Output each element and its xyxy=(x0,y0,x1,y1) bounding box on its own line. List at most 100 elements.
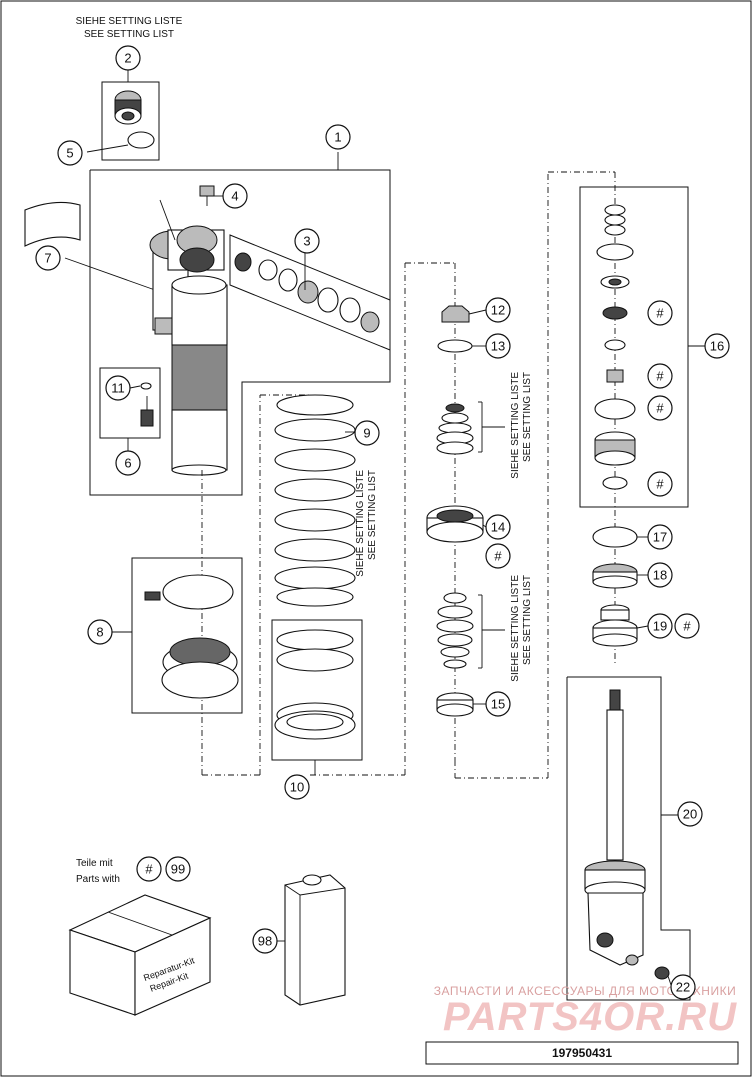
part-2-box xyxy=(101,81,160,161)
callout-5: 5 xyxy=(57,140,83,166)
callout-17: 17 xyxy=(647,524,673,550)
callout-hash-16d: # xyxy=(647,471,673,497)
svg-text:99: 99 xyxy=(171,862,185,877)
part-11-washer xyxy=(140,382,152,390)
part-20-box xyxy=(566,676,691,1001)
svg-text:12: 12 xyxy=(491,303,505,318)
callout-1: 1 xyxy=(325,124,351,150)
svg-text:#: # xyxy=(656,401,664,416)
repair-kit-box xyxy=(68,894,212,1016)
callout-15: 15 xyxy=(485,691,511,717)
svg-text:10: 10 xyxy=(290,780,304,795)
svg-text:2: 2 xyxy=(124,51,131,66)
part-5-oring xyxy=(127,131,155,149)
part-16-box xyxy=(579,186,689,508)
callout-hash-16c: # xyxy=(647,395,673,421)
callout-hash-16a: # xyxy=(647,300,673,326)
callout-hash-kit: # xyxy=(136,856,162,882)
part-20-piston-rod xyxy=(584,689,646,966)
callout-18: 18 xyxy=(647,562,673,588)
callout-7: 7 xyxy=(35,245,61,271)
part-10-box xyxy=(271,619,363,761)
svg-text:98: 98 xyxy=(258,934,272,949)
kit-note-line2: Parts with xyxy=(76,874,120,885)
part-16-components xyxy=(594,204,636,490)
svg-text:16: 16 xyxy=(710,339,724,354)
part-14-piston xyxy=(426,505,484,543)
watermark-line2: PARTS4OR.RU xyxy=(443,995,737,1039)
callout-9: 9 xyxy=(354,420,380,446)
svg-text:15: 15 xyxy=(491,697,505,712)
svg-text:#: # xyxy=(656,306,664,321)
svg-text:3: 3 xyxy=(303,234,310,249)
svg-text:#: # xyxy=(656,477,664,492)
svg-text:8: 8 xyxy=(96,625,103,640)
part-3-box xyxy=(229,234,391,351)
callout-hash-14: # xyxy=(485,543,511,569)
setting-note-top-en: SEE SETTING LIST xyxy=(84,29,174,40)
callout-3: 3 xyxy=(294,228,320,254)
svg-text:14: 14 xyxy=(491,520,505,535)
svg-text:#: # xyxy=(494,549,502,564)
part-6-valve xyxy=(140,396,154,427)
part-1-group-box xyxy=(89,169,391,496)
part-17-oring xyxy=(592,526,638,548)
part-15-bumper xyxy=(436,692,474,717)
callout-13: 13 xyxy=(485,333,511,359)
part-19-seal-head xyxy=(592,604,638,647)
callout-14: 14 xyxy=(485,514,511,540)
lower-shim-stack xyxy=(436,592,474,669)
part-18-seal xyxy=(592,563,638,589)
part-98-oil-can xyxy=(284,874,346,1006)
callout-16: 16 xyxy=(704,333,730,359)
svg-text:20: 20 xyxy=(683,807,697,822)
svg-text:11: 11 xyxy=(111,381,125,396)
part-9-spring xyxy=(274,394,356,607)
callout-12: 12 xyxy=(485,297,511,323)
svg-text:4: 4 xyxy=(231,189,238,204)
callout-hash-19: # xyxy=(674,613,700,639)
callout-98: 98 xyxy=(252,928,278,954)
svg-text:#: # xyxy=(683,619,691,634)
setting-note-upper-de: SIEHE SETTING LISTE xyxy=(510,372,521,479)
setting-note-upper-en: SEE SETTING LIST xyxy=(522,372,533,462)
kit-note-line1: Teile mit xyxy=(76,858,113,869)
part-8-box xyxy=(131,557,243,714)
watermark-line1: ЗАПЧАСТИ И АКСЕССУАРЫ ДЛЯ МОТОТЕХНИКИ xyxy=(434,984,736,998)
setting-note-lower-en: SEE SETTING LIST xyxy=(522,575,533,665)
part-12-nut xyxy=(441,305,470,323)
svg-text:18: 18 xyxy=(653,568,667,583)
setting-note-spring-de: SIEHE SETTING LISTE xyxy=(355,470,366,577)
part-4-screw xyxy=(199,185,215,206)
setting-note-lower-de: SIEHE SETTING LISTE xyxy=(510,575,521,682)
svg-text:17: 17 xyxy=(653,530,667,545)
callout-hash-16b: # xyxy=(647,363,673,389)
svg-text:22: 22 xyxy=(676,980,690,995)
part-8-preload-ring xyxy=(144,574,239,699)
diagram-number-box xyxy=(425,1041,739,1065)
svg-text:#: # xyxy=(656,369,664,384)
callout-6: 6 xyxy=(115,450,141,476)
callout-2: 2 xyxy=(115,45,141,71)
callout-8: 8 xyxy=(87,619,113,645)
part-10-spring-retainer xyxy=(274,629,356,740)
svg-text:1: 1 xyxy=(334,130,341,145)
svg-text:13: 13 xyxy=(491,339,505,354)
part-13-washer xyxy=(437,339,473,353)
upper-shim-stack xyxy=(436,403,474,455)
callout-4: 4 xyxy=(222,183,248,209)
callout-10: 10 xyxy=(284,774,310,800)
part-2-adjuster xyxy=(114,90,142,125)
svg-text:7: 7 xyxy=(44,251,51,266)
diagram-number: 197950431 xyxy=(552,1046,612,1060)
part-7-sticker xyxy=(24,201,81,247)
svg-text:5: 5 xyxy=(66,146,73,161)
callout-22: 22 xyxy=(670,974,696,1000)
part-3-seals xyxy=(234,252,380,333)
part-22-bushing xyxy=(625,954,670,980)
setting-note-spring-en: SEE SETTING LIST xyxy=(367,470,378,560)
callout-19: 19 xyxy=(647,613,673,639)
svg-text:#: # xyxy=(145,862,153,877)
